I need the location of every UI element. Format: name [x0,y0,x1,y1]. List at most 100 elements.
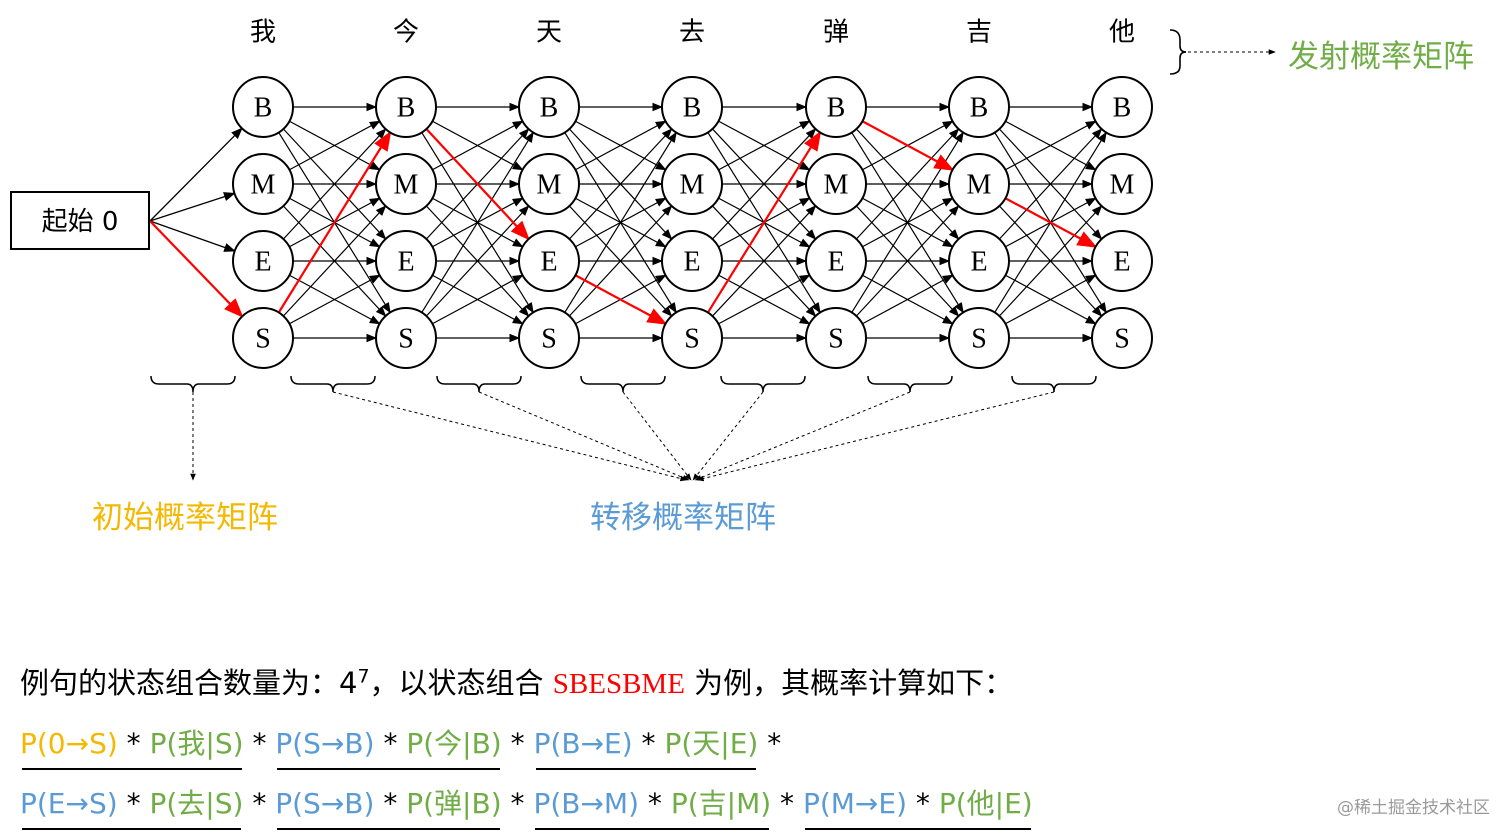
state-node [375,230,437,292]
formula-term: P(吉|M) [670,787,772,820]
transition-edge [568,128,673,240]
transition-label: 转移概率矩阵 [590,500,776,536]
state-node [232,76,294,138]
formula-term: P(我|S) [149,727,244,760]
brace [867,375,953,393]
state-label: E [540,247,557,278]
transition-pointer [622,391,692,481]
formula-term: P(弹|B) [406,787,502,820]
transition-pointer [692,391,764,481]
brace [1011,375,1097,393]
state-node [805,153,867,215]
state-node [661,76,723,138]
state-label: S [255,324,271,355]
formula-line-2: P(E→S) * P(去|S) * P(S→B) * P(弹|B) * P(B→… [20,782,1033,830]
state-node [518,307,580,369]
formula-term: P(去|S) [149,787,244,820]
state-label: M [394,170,419,201]
intro-suffix: 为例，其概率计算如下： [684,666,1014,700]
highlighted-path-edges [149,120,1098,325]
state-label: M [680,170,705,201]
path-edge [861,120,955,171]
start-edge [149,192,236,222]
transition-pointer [478,391,690,481]
formula-operator: * [243,787,276,820]
formula-term: P(S→B) [275,727,375,760]
term-underline [22,828,242,830]
start-edge [149,220,236,252]
state-node [805,230,867,292]
state-label: M [967,170,992,201]
formula-operator: * [632,727,665,760]
formula-term-pair: P(E→S) * P(去|S) [20,782,244,830]
state-label: M [824,170,849,201]
state-label: B [827,93,846,124]
state-label: M [537,170,562,201]
intro-middle: ，以状态组合 [369,666,553,700]
transition-edge [712,128,817,240]
intro-sentence: 例句的状态组合数量为：47，以状态组合 SBESBME 为例，其概率计算如下： [20,660,1013,702]
formula-line-1: P(0→S) * P(我|S) * P(S→B) * P(今|B) * P(B→… [20,722,781,770]
state-node [232,153,294,215]
state-label: S [398,324,414,355]
emission-brace [1169,29,1187,75]
formula-operator: * [243,727,276,760]
formula-term-pair: P(B→M) * P(吉|M) [533,782,772,830]
state-label: B [970,93,989,124]
state-node [948,153,1010,215]
state-label: E [1113,247,1130,278]
transition-edge [1005,274,1097,325]
formula-term: P(今|B) [406,727,502,760]
formula-operator: * [117,787,150,820]
state-node [1091,153,1153,215]
transition-edge [568,205,673,317]
transition-edge [855,128,960,240]
char-label: 我 [250,18,276,48]
state-label: E [683,247,700,278]
watermark: @稀土掘金技术社区 [1337,798,1490,818]
state-node [1091,76,1153,138]
char-label: 今 [393,18,419,48]
formula-term: P(S→B) [275,787,375,820]
intro-prefix: 例句的状态组合数量为：4 [20,666,358,700]
state-label: E [970,247,987,278]
state-node [518,76,580,138]
char-label: 去 [679,18,705,48]
formula-term: P(他|E) [938,787,1033,820]
formula-operator: * [374,787,407,820]
char-label: 吉 [966,18,992,48]
transition-edge [718,120,811,171]
transition-edge [432,120,524,171]
brace [290,375,376,393]
transition-pointer [696,391,1055,482]
formula-operator: * [907,787,939,820]
transition-edge [282,128,387,240]
transition-edge [998,128,1103,240]
formula-operator: * [639,787,671,820]
state-label: E [827,247,844,278]
term-underline [22,768,242,770]
transition-edge [1005,120,1097,171]
brace [150,375,236,393]
transition-edge [564,131,677,313]
transition-edge [712,205,817,317]
state-node [805,307,867,369]
formula-term: P(0→S) [20,727,118,760]
state-node [948,307,1010,369]
brace [436,375,522,393]
state-label: B [397,93,416,124]
transition-edge [862,274,954,325]
start-node: 起始 0 [10,191,150,250]
state-label: E [397,247,414,278]
state-label: S [541,324,557,355]
path-edge [706,130,822,314]
char-label: 天 [536,18,562,48]
formula-term: P(B→E) [533,727,633,760]
brace [580,375,666,393]
formula-term: P(天|E) [664,727,759,760]
transition-edge [289,120,381,171]
formula-operator: * [117,727,150,760]
formula-term-pair: P(S→B) * P(弹|B) [275,782,502,830]
path-edge [277,130,392,314]
term-underline [277,828,500,830]
